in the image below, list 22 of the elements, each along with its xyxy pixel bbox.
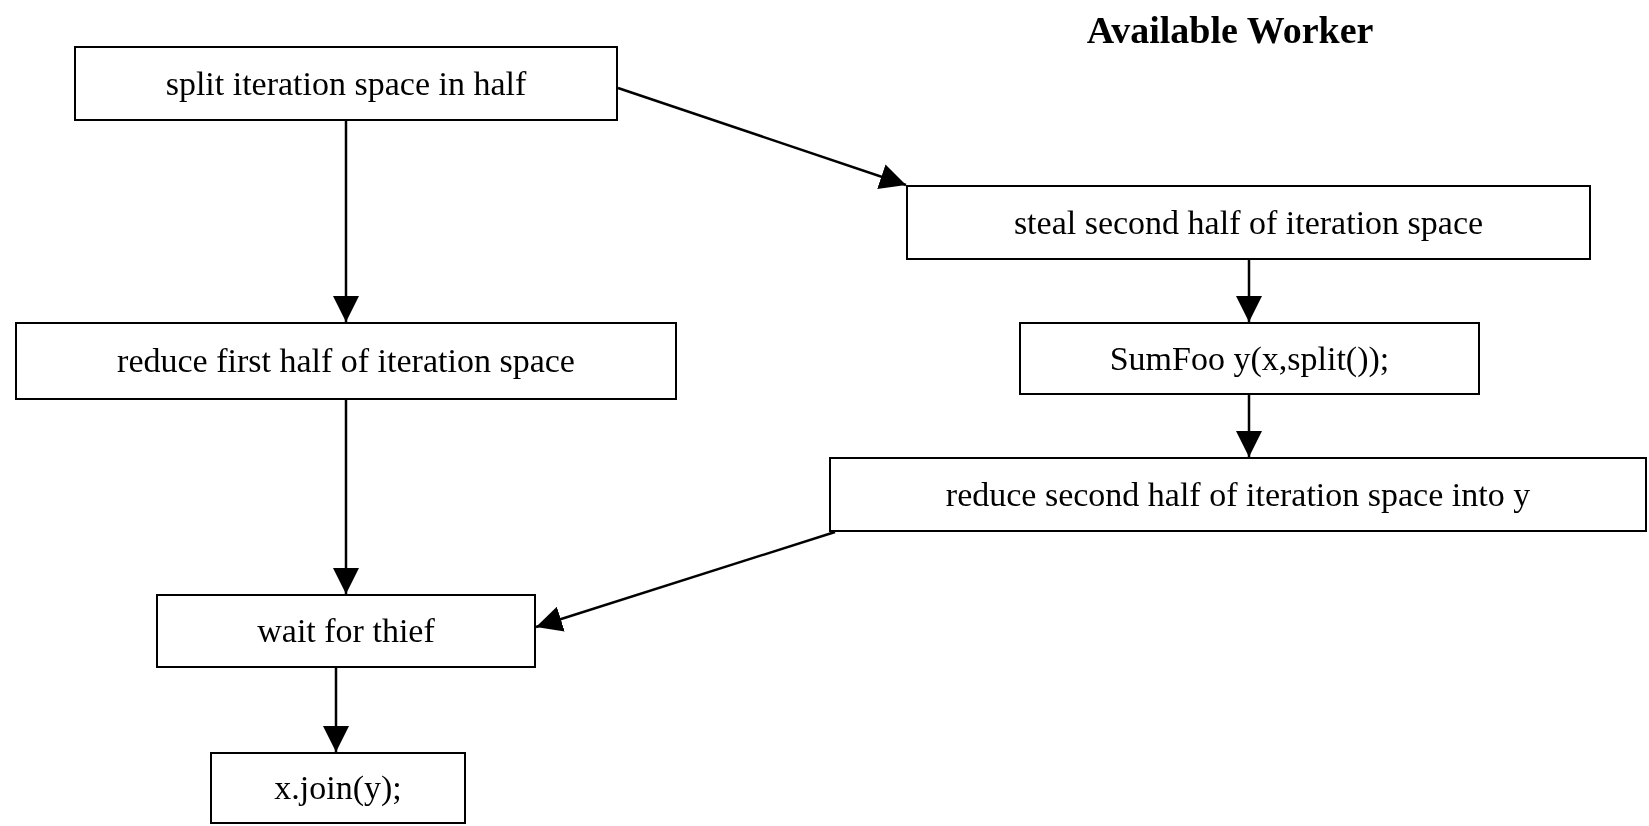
box-text: reduce second half of iteration space into y <box>945 475 1531 514</box>
arrow <box>1236 395 1262 457</box>
arrow <box>535 530 836 632</box>
box-text: SumFoo y(x,split()); <box>1109 339 1390 378</box>
box-text: x.join(y); <box>274 769 402 807</box>
box-text: wait for thief <box>257 612 435 650</box>
process-box <box>210 752 466 824</box>
process-box <box>829 457 1647 532</box>
process-box <box>1019 322 1480 395</box>
arrow <box>333 400 359 594</box>
box-text: steal second half of iteration space <box>1013 203 1484 242</box>
arrow <box>1236 260 1262 322</box>
process-box <box>156 594 536 668</box>
process-box <box>74 46 618 121</box>
arrow <box>333 121 359 322</box>
process-box <box>15 322 677 400</box>
box-text: reduce first half of iteration space <box>117 342 575 380</box>
process-box <box>906 185 1591 260</box>
arrow <box>617 86 907 189</box>
arrow <box>323 668 349 752</box>
box-text: split iteration space in half <box>165 64 527 103</box>
heading-label: Available Worker <box>1086 8 1374 52</box>
